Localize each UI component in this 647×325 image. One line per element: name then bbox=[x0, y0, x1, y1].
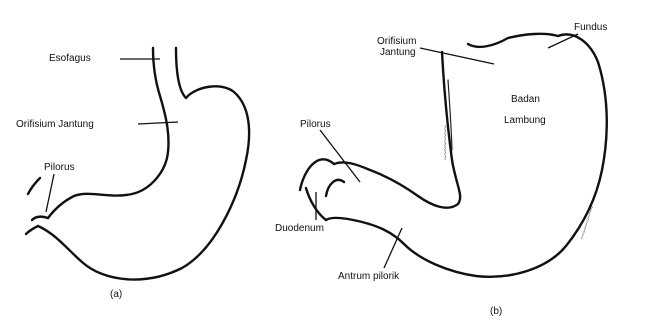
stomach-a-inner-outline bbox=[48, 48, 169, 218]
panel-a: Esofagus Orifisium Jantung Pilorus (a) bbox=[16, 48, 249, 300]
label-orifisium-line2: Jantung bbox=[380, 47, 416, 58]
fold-marks-right: ~~~~~~~~ bbox=[577, 204, 596, 240]
leader-orifisium-jantung-a bbox=[138, 122, 178, 124]
label-orifisium-line1: Orifisium bbox=[377, 36, 416, 47]
panel-b: ~~~~~~~~ ~~~~~~~~ Orifisium Jantung Fund… bbox=[275, 22, 607, 317]
label-antrum-pilorik: Antrum pilorik bbox=[338, 271, 400, 282]
label-badan-line2: Lambung bbox=[504, 115, 546, 126]
stomach-b-outer-outline bbox=[326, 34, 607, 277]
label-pilorus-a: Pilorus bbox=[44, 162, 75, 173]
caption-a: (a) bbox=[110, 289, 122, 300]
caption-b: (b) bbox=[490, 306, 502, 317]
label-fundus: Fundus bbox=[574, 22, 607, 33]
leader-pilorus-a bbox=[46, 174, 54, 212]
label-duodenum: Duodenum bbox=[275, 223, 324, 234]
pylorus-a-flap bbox=[28, 178, 40, 194]
label-badan-line1: Badan bbox=[511, 94, 540, 105]
pylorus-a-outline bbox=[32, 217, 48, 220]
label-orifisium-jantung-a: Orifisium Jantung bbox=[16, 119, 94, 130]
label-esofagus: Esofagus bbox=[49, 53, 91, 64]
fold-marks-left: ~~~~~~~~ bbox=[441, 125, 450, 160]
leader-orifisium-jantung-b bbox=[420, 48, 494, 64]
pylorus-a-lower bbox=[26, 226, 38, 234]
leader-fundus bbox=[548, 34, 578, 48]
pylorus-b-fold bbox=[326, 180, 344, 196]
leader-pilorus-b bbox=[320, 130, 360, 182]
label-pilorus-b: Pilorus bbox=[300, 119, 331, 130]
